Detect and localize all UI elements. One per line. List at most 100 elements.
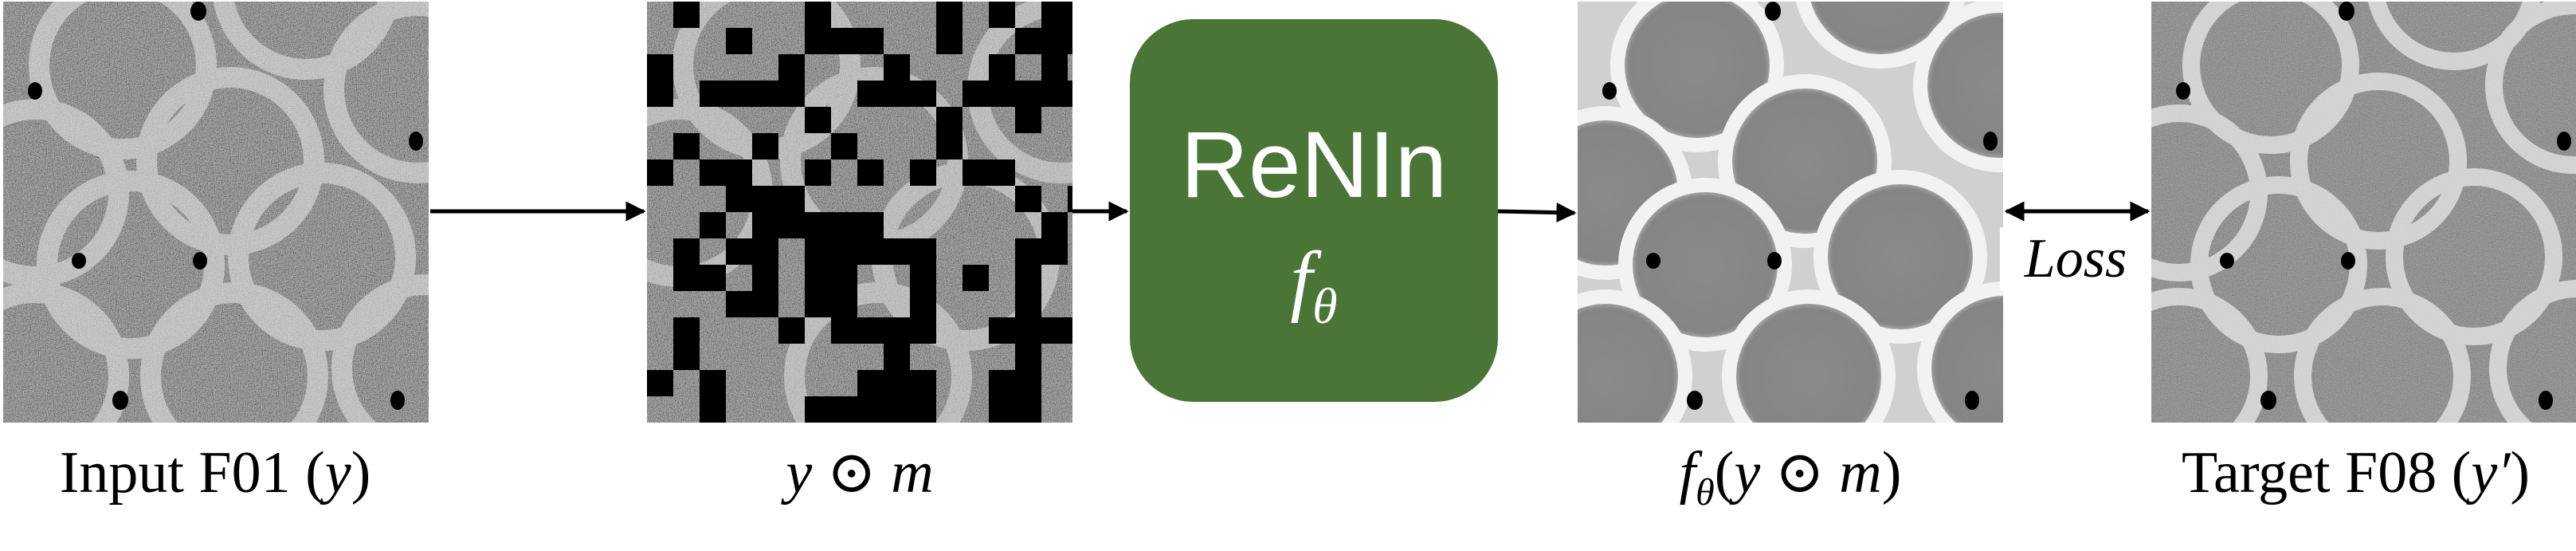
mask-block xyxy=(857,370,884,396)
mask-block xyxy=(647,54,673,81)
mask-block xyxy=(778,317,805,344)
mask-block xyxy=(1068,2,1072,28)
mask-block xyxy=(752,238,778,265)
mask-block xyxy=(700,396,726,423)
input-image-panel xyxy=(3,2,429,423)
mask-block xyxy=(673,265,700,291)
mask-block xyxy=(805,28,831,54)
mask-block xyxy=(673,344,700,370)
mask-block xyxy=(989,54,1015,81)
mask-block xyxy=(884,81,910,107)
mask-block xyxy=(805,265,831,291)
mask-block xyxy=(1015,28,1041,54)
mask-block xyxy=(805,107,831,133)
caption-masked-m: m xyxy=(891,440,934,506)
caption-output-op: ⊙ xyxy=(1760,440,1840,506)
mask-block xyxy=(910,159,936,186)
mask-block xyxy=(963,159,989,186)
mask-block xyxy=(1041,81,1068,107)
mask-block xyxy=(884,54,910,81)
mask-block xyxy=(700,370,726,396)
caption-masked-y: y xyxy=(786,440,813,506)
mask-block xyxy=(1041,238,1068,265)
mask-block xyxy=(647,81,673,107)
mask-block xyxy=(910,81,936,107)
mask-block xyxy=(910,238,936,265)
caption-output-open: ( xyxy=(1714,440,1735,506)
mask-block xyxy=(936,133,963,159)
mask-block xyxy=(700,265,726,291)
mask-block xyxy=(1068,28,1072,54)
mask-block xyxy=(726,186,752,212)
mask-block xyxy=(831,238,857,265)
mask-block xyxy=(1068,81,1072,107)
mask-block xyxy=(700,81,726,107)
mask-block xyxy=(1015,344,1041,370)
mask-block xyxy=(857,396,884,423)
mask-block xyxy=(805,396,831,423)
mask-block xyxy=(805,2,831,28)
model-func-symbol: f xyxy=(1290,235,1313,324)
mask-block xyxy=(963,81,989,107)
mask-block xyxy=(673,238,700,265)
mask-block xyxy=(857,317,884,344)
mask-block xyxy=(752,81,778,107)
caption-target: Target F08 (y′) xyxy=(2135,437,2576,509)
mask-block xyxy=(1041,317,1068,344)
mask-block xyxy=(1068,186,1072,212)
mask-block xyxy=(936,28,963,54)
mask-block xyxy=(726,291,752,317)
mask-block xyxy=(1015,81,1041,107)
mask-block xyxy=(989,396,1015,423)
mask-block xyxy=(910,370,936,396)
mask-block xyxy=(1015,291,1041,317)
mask-block xyxy=(1015,107,1041,133)
mask-block xyxy=(726,28,752,54)
mask-block xyxy=(884,396,910,423)
mask-block xyxy=(910,291,936,317)
mask-block xyxy=(752,133,778,159)
mask-block xyxy=(805,291,831,317)
mask-block xyxy=(1068,317,1072,344)
mask-block xyxy=(726,159,752,186)
caption-input-var: y xyxy=(324,440,351,506)
output-image-panel xyxy=(1578,2,2003,423)
mask-block xyxy=(989,159,1015,186)
model-func-subscript: θ xyxy=(1312,277,1338,334)
caption-output-y: y xyxy=(1734,440,1761,506)
mask-block xyxy=(831,317,857,344)
mask-block xyxy=(857,28,884,54)
mask-block xyxy=(1015,396,1041,423)
model-function: fθ xyxy=(1130,236,1498,350)
mask-block xyxy=(884,238,910,265)
caption-target-text: Target F08 ( xyxy=(2181,440,2472,506)
caption-output-m: m xyxy=(1839,440,1882,506)
mask-block xyxy=(778,212,805,238)
caption-output-sub: θ xyxy=(1696,470,1715,514)
caption-input-text: Input F01 ( xyxy=(59,440,325,506)
mask-block xyxy=(831,212,857,238)
mask-block xyxy=(805,212,831,238)
mask-block xyxy=(700,212,726,238)
mask-block xyxy=(989,370,1015,396)
mask-block xyxy=(1041,28,1068,54)
mask-block xyxy=(647,370,673,396)
mask-block xyxy=(1015,370,1041,396)
mask-block xyxy=(831,291,857,317)
mask-block xyxy=(778,54,805,81)
mask-block xyxy=(805,159,831,186)
mask-block xyxy=(857,81,884,107)
caption-output-f: f xyxy=(1679,440,1696,506)
mask-block xyxy=(884,370,910,396)
mask-block xyxy=(1041,2,1068,28)
mask-block xyxy=(1041,54,1068,81)
mask-block xyxy=(963,265,989,291)
mask-block xyxy=(700,159,726,186)
mask-block xyxy=(752,186,778,212)
mask-block xyxy=(1041,212,1068,238)
mask-block xyxy=(857,159,884,186)
mask-block xyxy=(752,291,778,317)
mask-block xyxy=(910,396,936,423)
mask-block xyxy=(936,2,963,28)
